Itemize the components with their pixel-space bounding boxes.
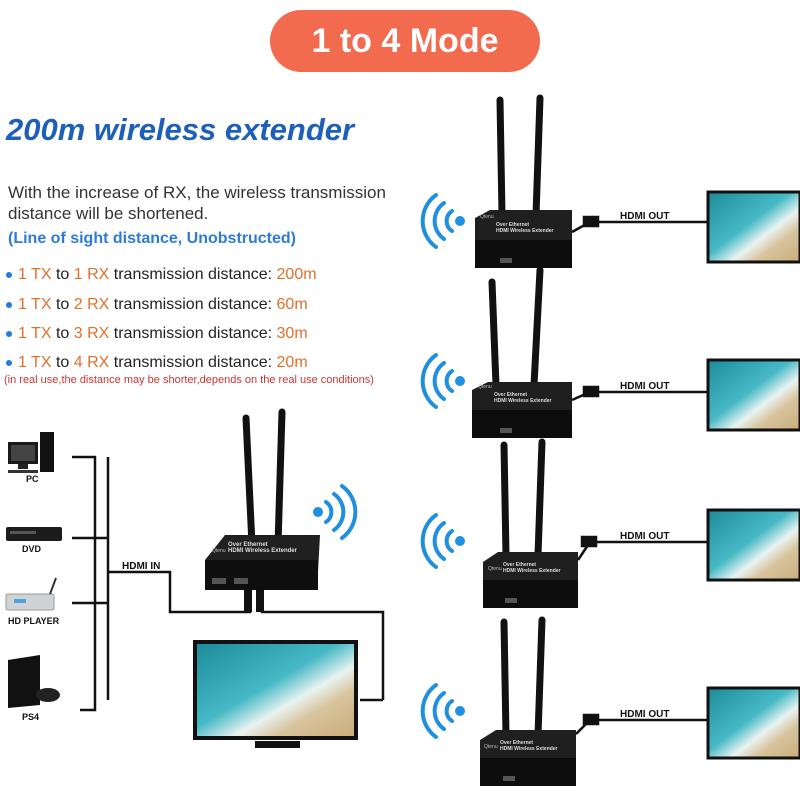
- rx1-brand: Qtenu: [480, 214, 494, 220]
- wifi-signal-icons: [420, 193, 465, 739]
- remote-tv-screens: [706, 190, 800, 760]
- source-label-pc: PC: [26, 474, 39, 484]
- distance-item-4: 1 TX to 4 RX transmission distance: 20m: [6, 354, 308, 372]
- receiver-1: [475, 94, 572, 268]
- hdmi-out-label-1: HDMI OUT: [620, 211, 670, 222]
- source-label-dvd: DVD: [22, 544, 42, 554]
- wifi-signal-icon: [313, 484, 358, 540]
- hdmi-out-label-4: HDMI OUT: [620, 709, 670, 720]
- line-of-sight-note: (Line of sight distance, Unobstructed): [8, 230, 297, 247]
- headline: 200m wireless extender: [6, 112, 355, 147]
- output-cables: [571, 215, 708, 735]
- distance-item-1: 1 TX to 1 RX transmission distance: 200m: [6, 266, 317, 284]
- local-tv-icon: [193, 640, 358, 748]
- hd-player-icon: [5, 577, 57, 611]
- rx4-brand: Qtenu: [484, 744, 498, 750]
- receiver-3: [483, 438, 578, 608]
- description-text: With the increase of RX, the wireless tr…: [8, 183, 386, 223]
- bullet-icon: [6, 330, 12, 337]
- bullet-icon: [6, 271, 12, 278]
- receiver-4: [480, 616, 576, 786]
- rx2-brand: Qtenu: [478, 384, 492, 390]
- bullet-icon: [6, 301, 12, 308]
- tx-brand: Qtenu: [212, 548, 226, 554]
- distance-item-2: 1 TX to 2 RX transmission distance: 60m: [6, 296, 308, 314]
- distance-item-3: 1 TX to 3 RX transmission distance: 30m: [6, 325, 308, 343]
- transmitter-device: [205, 408, 320, 612]
- rx3-brand: Qtenu: [488, 566, 502, 572]
- usage-note: (in real use,the distance may be shorter…: [4, 374, 374, 386]
- source-label-ps4: PS4: [22, 712, 40, 722]
- hdmi-out-label-2: HDMI OUT: [620, 381, 670, 392]
- bullet-icon: [6, 359, 12, 366]
- receiver-2: [472, 266, 572, 438]
- source-label-hd-player: HD PLAYER: [8, 616, 60, 626]
- pc-icon: [8, 432, 54, 473]
- hdmi-out-label-3: HDMI OUT: [620, 531, 670, 542]
- hdmi-in-label: HDMI IN: [122, 561, 161, 572]
- dvd-player-icon: [6, 527, 62, 541]
- mode-badge: 1 to 4 Mode: [270, 10, 540, 72]
- ps4-icon: [8, 655, 60, 708]
